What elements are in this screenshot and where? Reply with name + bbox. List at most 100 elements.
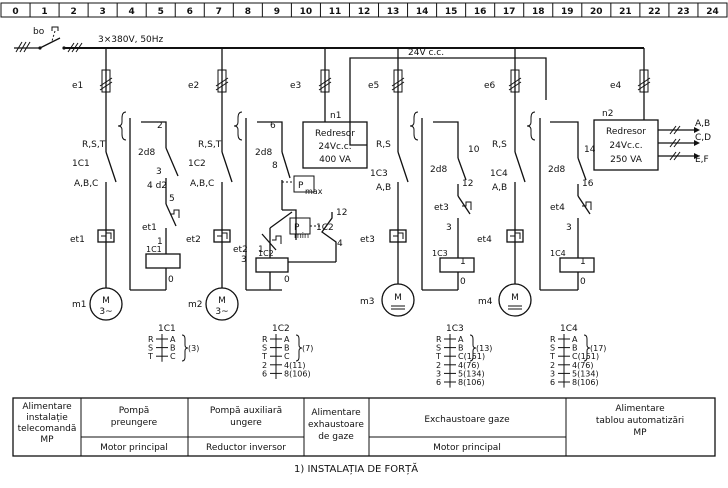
svg-text:A,B: A,B: [695, 119, 710, 129]
fuse-e3: [320, 69, 330, 93]
legend-right: B: [284, 344, 290, 353]
legend-ref: (17): [590, 344, 606, 353]
fuse-e1: [101, 69, 111, 93]
ruler-cell: 13: [387, 7, 400, 17]
thermal-relay-et1: [97, 229, 115, 243]
svg-text:8: 8: [272, 161, 278, 171]
svg-text:2d8: 2d8: [255, 148, 272, 158]
thermal-relay-et3: [389, 229, 407, 243]
svg-text:3: 3: [156, 167, 162, 177]
fuse-e6: [510, 69, 520, 93]
legend-right: A: [284, 335, 290, 344]
svg-text:A,B,C: A,B,C: [74, 179, 98, 189]
svg-text:M: M: [102, 296, 110, 306]
ruler-cell: 7: [216, 7, 222, 17]
svg-text:Alimentare: Alimentare: [615, 404, 665, 414]
legend-left: R: [262, 335, 268, 344]
svg-text:MP: MP: [633, 428, 647, 438]
svg-text:0: 0: [168, 275, 174, 285]
thermal-relay-et2: [213, 229, 231, 243]
svg-text:e3: e3: [290, 81, 301, 91]
svg-text:A,B,C: A,B,C: [190, 179, 214, 189]
svg-text:Redresor: Redresor: [315, 129, 355, 139]
svg-text:16: 16: [582, 179, 594, 189]
svg-text:400 VA: 400 VA: [319, 155, 352, 165]
svg-text:A,B: A,B: [376, 183, 391, 193]
svg-text:1C1: 1C1: [72, 159, 90, 169]
ruler-cell: 15: [445, 7, 458, 17]
svg-text:telecomandă: telecomandă: [18, 424, 77, 434]
fuse-e2: [217, 69, 227, 93]
svg-text:0: 0: [284, 275, 290, 285]
svg-text:Pompă auxiliară: Pompă auxiliară: [210, 406, 282, 416]
ruler-cell: 16: [474, 7, 487, 17]
circuit-1c1: R,S,T 1C1 A,B,C et1 M 3~ m1 2 2d8 4 d2 3…: [70, 111, 181, 321]
circuit-1c2: R,S,T 1C2 A,B,C et2 M 3~ m2 P max P min …: [186, 111, 347, 321]
ruler-cell: 22: [648, 7, 661, 17]
svg-text:Pompă: Pompă: [119, 406, 150, 416]
legend-right: C: [170, 352, 176, 361]
svg-text:e4: e4: [610, 81, 622, 91]
svg-text:et1: et1: [70, 235, 85, 245]
legend-right: 4(76): [572, 361, 594, 370]
svg-text:5: 5: [169, 194, 175, 204]
legend-right: 8(106): [572, 378, 599, 387]
legend-left: R: [148, 335, 154, 344]
svg-text:3~: 3~: [215, 307, 228, 317]
legend-title: 1C1: [158, 324, 176, 334]
svg-text:1C1: 1C1: [146, 245, 162, 254]
ruler-cell: 19: [561, 7, 574, 17]
legend-right: A: [458, 335, 464, 344]
motor-m1: [89, 287, 123, 321]
rectifier-n2: n2 Redresor 24Vc.c. 250 VA A,B C,D E,F: [593, 109, 711, 171]
coil-1c3: [439, 257, 475, 273]
coil-1c4: [559, 257, 595, 273]
legend-ref: (3): [188, 344, 199, 353]
legend-right: A: [170, 335, 176, 344]
function-table: Alimentare instalație telecomandă MP Pom…: [12, 397, 716, 457]
svg-text:e5: e5: [368, 81, 379, 91]
svg-text:e1: e1: [72, 81, 83, 91]
legend-title: 1C2: [272, 324, 290, 334]
legend-left: S: [550, 344, 555, 353]
legend-right: 4(11): [284, 361, 306, 370]
svg-text:Motor principal: Motor principal: [100, 443, 168, 453]
legend-right: B: [170, 344, 176, 353]
svg-text:e2: e2: [188, 81, 199, 91]
motor-m2: [205, 287, 239, 321]
legend-right: 8(106): [458, 378, 485, 387]
svg-text:3: 3: [241, 255, 247, 265]
fuse-e5: [393, 69, 403, 93]
ruler-cell: 2: [70, 7, 76, 17]
svg-text:M: M: [394, 293, 402, 303]
svg-text:2d8: 2d8: [548, 165, 565, 175]
circuit-1c4: R,S 1C4 A,B et4 M m4 14 2d8 16 et4 3 1C4…: [477, 111, 596, 317]
ruler-cell: 24: [706, 7, 719, 17]
svg-text:A,B: A,B: [492, 183, 507, 193]
legend-left: 6: [262, 369, 267, 378]
switch-label: bo: [33, 27, 45, 37]
svg-text:1C3: 1C3: [370, 169, 388, 179]
legend-left: 2: [550, 361, 555, 370]
ruler-cell: 8: [245, 7, 251, 17]
svg-text:0: 0: [460, 277, 466, 287]
svg-text:M: M: [218, 296, 226, 306]
ruler-cell: 9: [274, 7, 280, 17]
svg-text:1C4: 1C4: [550, 249, 566, 258]
svg-text:2: 2: [157, 121, 163, 131]
svg-text:R,S,T: R,S,T: [198, 140, 222, 150]
svg-text:1: 1: [258, 245, 264, 255]
svg-text:et1: et1: [142, 223, 157, 233]
svg-text:2d8: 2d8: [138, 148, 155, 158]
coil-1c1: [145, 253, 181, 269]
svg-text:et2: et2: [233, 245, 248, 255]
legend-left: S: [148, 344, 153, 353]
main-switch: [39, 37, 61, 49]
legend-left: R: [550, 335, 556, 344]
coil-1c2: [255, 257, 289, 273]
legend-left: 6: [436, 378, 441, 387]
svg-text:4: 4: [337, 239, 343, 249]
